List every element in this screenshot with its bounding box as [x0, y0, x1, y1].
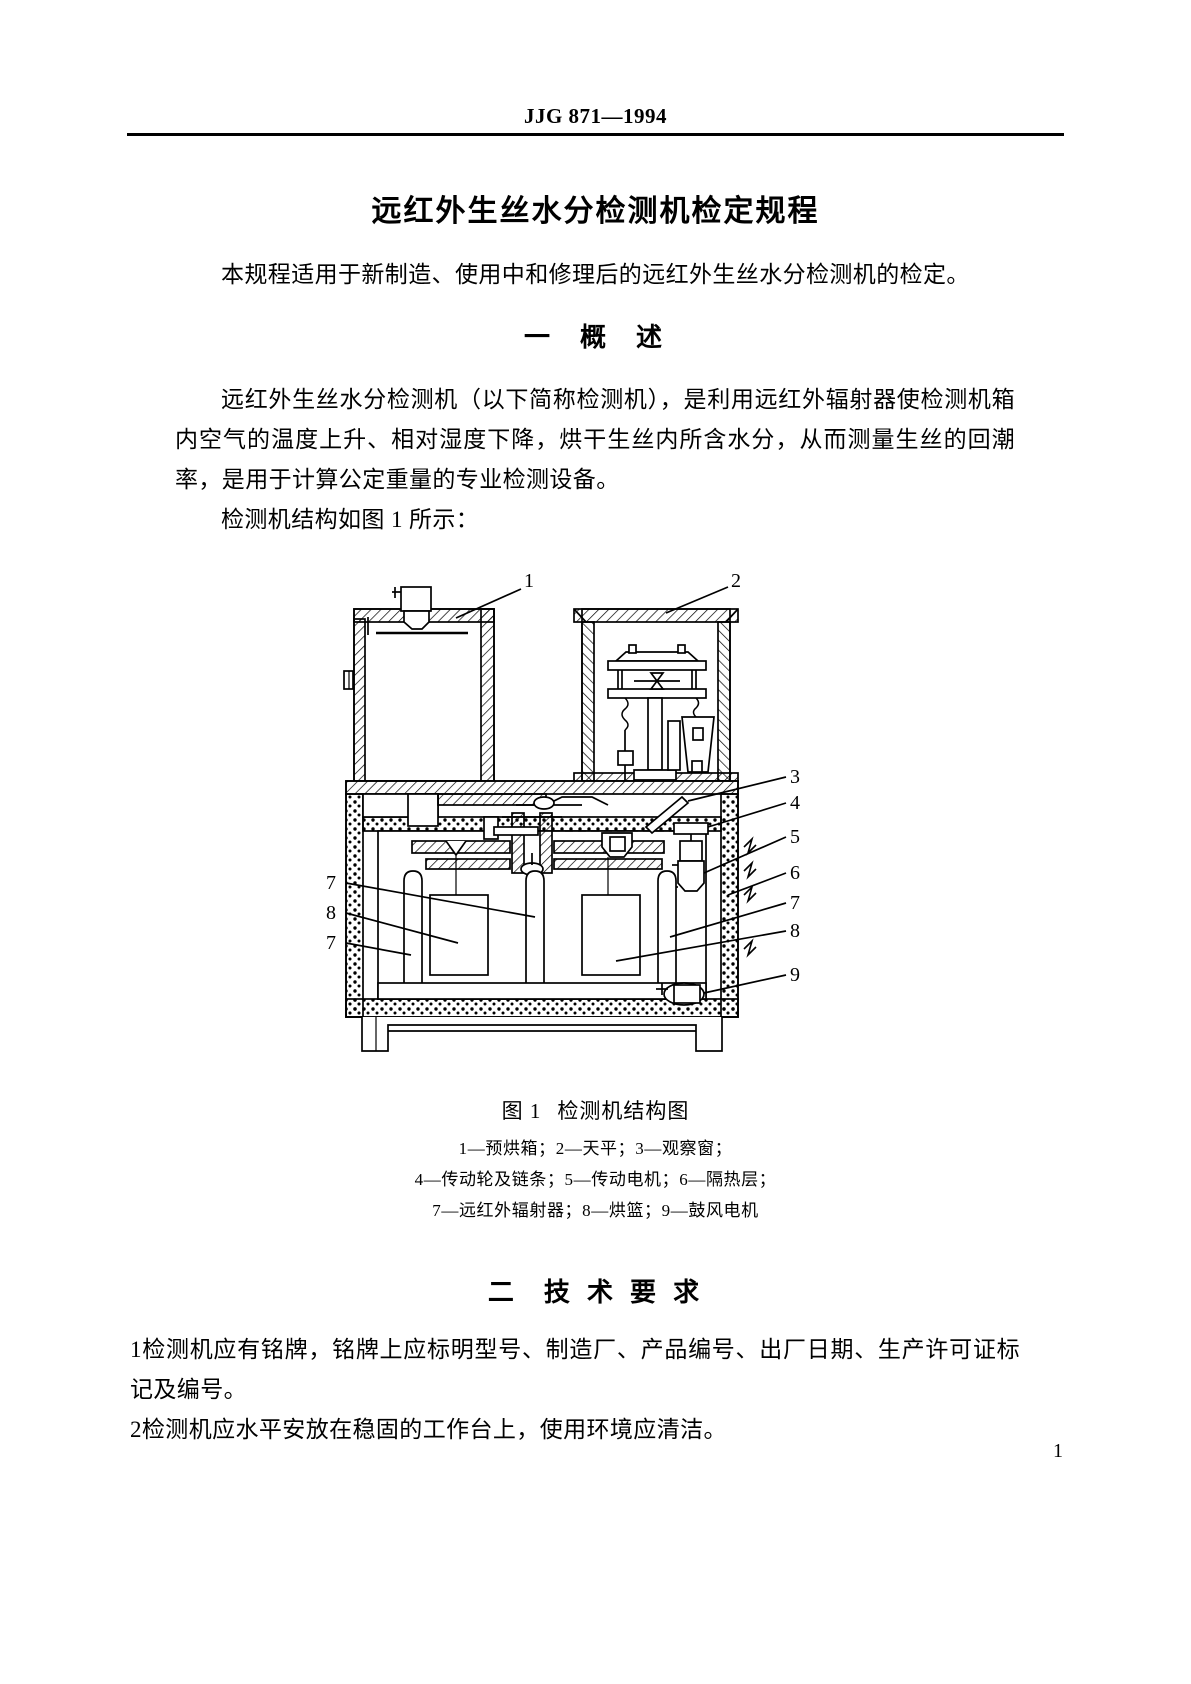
blower-motor [655, 982, 705, 1006]
figure-1-structure-diagram: 1 [0, 565, 1191, 1095]
figure-caption-label: 图 1 [501, 1099, 542, 1123]
svg-text:8: 8 [326, 902, 336, 924]
svg-text:1: 1 [524, 570, 534, 592]
requirement-number: 1 [130, 1337, 142, 1362]
svg-text:8: 8 [790, 920, 800, 942]
requirement-item: 2检测机应水平安放在稳固的工作台上，使用环境应清洁。 [130, 1410, 1020, 1450]
svg-text:7: 7 [326, 932, 336, 954]
requirement-item: 1检测机应有铭牌，铭牌上应标明型号、制造厂、产品编号、出厂日期、生产许可证标记及… [130, 1330, 1020, 1410]
svg-text:3: 3 [790, 766, 800, 788]
svg-text:4: 4 [790, 792, 800, 814]
page-number: 1 [1053, 1440, 1063, 1462]
section-two-number: 二 [487, 1278, 518, 1308]
callout-2: 2 [665, 570, 741, 614]
break-line-marks [742, 836, 757, 958]
overview-paragraph-2: 检测机结构如图 1 所示： [221, 507, 480, 532]
overview-paragraph-1: 远红外生丝水分检测机（以下简称检测机），是利用远红外辐射器使检测机箱内空气的温度… [175, 387, 1015, 492]
balance-enclosure [572, 608, 739, 783]
section-one-title-a: 概 [579, 323, 610, 353]
main-cabinet [344, 780, 739, 1052]
section-two-title: 技 术 要 求 [543, 1278, 704, 1308]
svg-text:2: 2 [731, 570, 741, 592]
figure-legend: 1—预烘箱；2—天平；3—观察窗； 4—传动轮及链条；5—传动电机；6—隔热层；… [0, 1133, 1191, 1226]
requirement-number: 2 [130, 1417, 142, 1442]
running-header: JJG 871—1994 [0, 104, 1191, 129]
legend-line: 1—预烘箱；2—天平；3—观察窗； [458, 1139, 733, 1158]
figure-caption-text: 检测机结构图 [557, 1099, 690, 1123]
spacer [175, 295, 1015, 317]
figure-caption: 图 1 检测机结构图 [0, 1095, 1191, 1125]
section-one-title-b: 述 [636, 323, 667, 353]
requirement-text: 检测机应水平安放在稳固的工作台上，使用环境应清洁。 [141, 1417, 727, 1442]
svg-text:7: 7 [326, 872, 336, 894]
svg-text:5: 5 [790, 826, 800, 848]
section-one-number: 一 [523, 323, 554, 353]
callout-1: 1 [455, 570, 534, 619]
scope-paragraph: 本规程适用于新制造、使用中和修理后的远红外生丝水分检测机的检定。 [221, 262, 970, 287]
requirement-text: 检测机应有铭牌，铭牌上应标明型号、制造厂、产品编号、出厂日期、生产许可证标记及编… [130, 1337, 1020, 1402]
legend-line: 4—传动轮及链条；5—传动电机；6—隔热层； [414, 1170, 777, 1189]
section-two-body: 1检测机应有铭牌，铭牌上应标明型号、制造厂、产品编号、出厂日期、生产许可证标记及… [130, 1330, 1020, 1450]
header-rule [127, 133, 1064, 136]
pre-drying-oven [342, 586, 495, 788]
page-title: 远红外生丝水分检测机检定规程 [371, 194, 820, 229]
section-one-heading: 一概述 [175, 317, 1015, 354]
machine-cross-section-svg: 1 [326, 570, 800, 1052]
svg-text:9: 9 [790, 964, 800, 986]
standard-id: JJG 871—1994 [523, 104, 668, 128]
legend-line: 7—远红外辐射器；8—烘篮；9—鼓风电机 [432, 1201, 759, 1220]
svg-text:7: 7 [790, 892, 800, 914]
callout-right-group: 3 4 5 6 7 8 9 [615, 766, 800, 994]
section-two-heading: 二技 术 要 求 [0, 1272, 1191, 1309]
spacer [175, 354, 1015, 380]
callout-left-group: 7 8 7 [326, 872, 535, 956]
body-content: 本规程适用于新制造、使用中和修理后的远红外生丝水分检测机的检定。 一概述 远红外… [175, 255, 1015, 540]
svg-text:6: 6 [790, 862, 800, 884]
